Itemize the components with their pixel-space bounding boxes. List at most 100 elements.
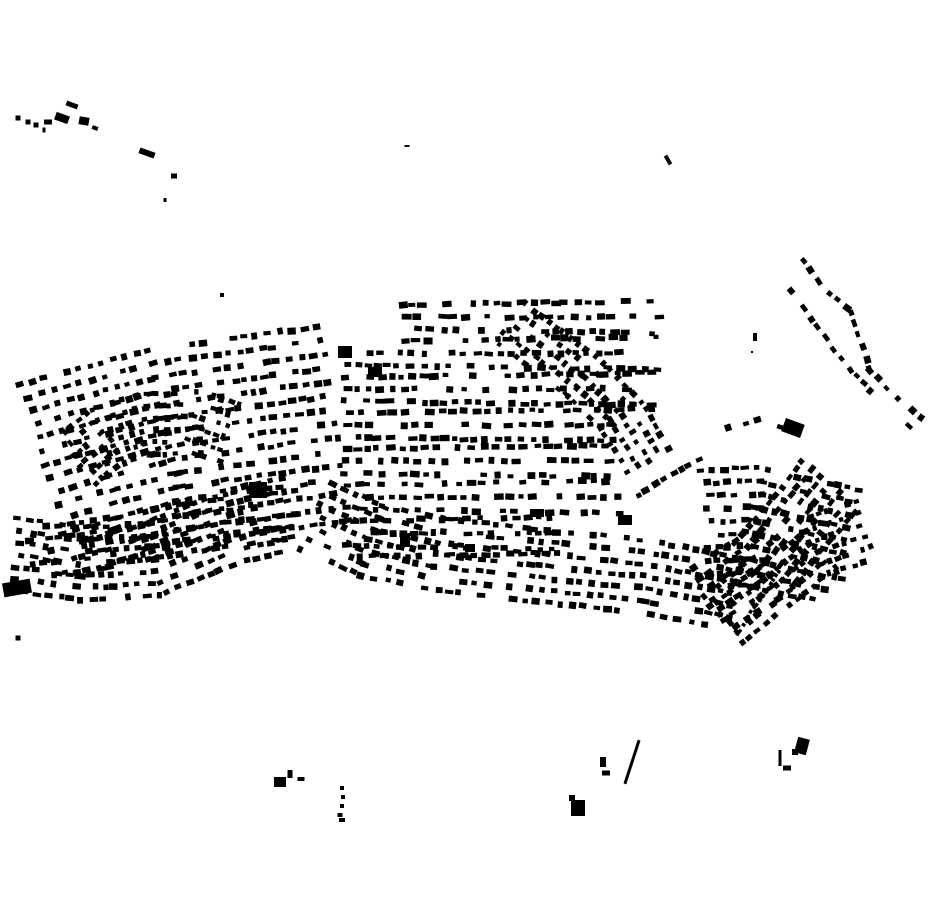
building — [781, 515, 791, 525]
building — [53, 399, 61, 407]
outlying-building — [91, 125, 99, 131]
building — [94, 417, 101, 424]
building — [195, 535, 204, 544]
building — [83, 435, 90, 441]
building — [500, 364, 508, 370]
building — [610, 446, 619, 455]
building — [694, 607, 704, 615]
building — [566, 442, 578, 450]
building — [92, 536, 99, 542]
building — [716, 570, 724, 578]
building — [867, 542, 875, 550]
building — [735, 631, 741, 637]
building — [273, 549, 284, 556]
building — [237, 349, 244, 355]
building — [438, 408, 447, 414]
building — [76, 531, 86, 539]
building — [599, 384, 606, 392]
building — [267, 444, 275, 451]
building — [513, 353, 521, 361]
building — [855, 523, 863, 530]
building — [636, 538, 643, 543]
building — [163, 427, 171, 433]
building — [796, 568, 805, 574]
building — [412, 313, 422, 321]
building — [38, 374, 48, 382]
building — [717, 532, 725, 538]
building — [608, 333, 619, 341]
building — [54, 500, 63, 510]
building — [284, 523, 294, 530]
building — [618, 457, 625, 464]
building — [543, 526, 552, 534]
building — [535, 340, 545, 350]
building — [279, 384, 286, 390]
building — [619, 334, 628, 341]
building — [477, 327, 485, 334]
building — [117, 470, 125, 477]
building — [575, 578, 583, 586]
building — [304, 508, 311, 515]
building — [319, 392, 327, 400]
building — [585, 413, 595, 423]
building — [265, 485, 273, 492]
building — [282, 412, 291, 419]
building — [107, 435, 115, 444]
building — [203, 520, 212, 529]
building — [471, 580, 478, 586]
building — [847, 309, 855, 317]
building — [527, 472, 536, 479]
building — [201, 409, 208, 415]
building — [628, 571, 636, 579]
building — [826, 557, 834, 565]
building — [305, 536, 314, 544]
building — [50, 580, 57, 588]
building — [151, 542, 161, 550]
building — [481, 337, 489, 343]
building — [785, 473, 794, 482]
building — [573, 382, 580, 389]
building — [446, 386, 454, 393]
building — [287, 327, 296, 335]
building — [190, 413, 198, 420]
building — [357, 409, 365, 416]
building — [250, 375, 258, 382]
building — [171, 512, 179, 520]
building — [244, 474, 252, 481]
building — [604, 351, 613, 356]
building — [729, 570, 738, 579]
building — [617, 400, 626, 408]
outlying-building — [751, 351, 753, 353]
building — [543, 420, 554, 429]
building — [826, 519, 833, 526]
building — [173, 507, 180, 514]
building — [380, 528, 388, 535]
building — [246, 540, 257, 547]
building — [639, 571, 647, 579]
building — [780, 557, 789, 567]
building — [600, 431, 608, 439]
building — [139, 570, 147, 576]
building — [171, 537, 181, 546]
building — [298, 524, 305, 531]
building — [148, 461, 157, 469]
building — [512, 515, 521, 521]
building — [534, 550, 542, 558]
building — [288, 468, 296, 475]
building — [300, 465, 311, 474]
building — [672, 579, 681, 586]
building — [185, 524, 192, 532]
building — [143, 347, 152, 354]
building — [61, 569, 69, 576]
building — [540, 298, 551, 305]
building — [318, 492, 326, 500]
building — [514, 531, 521, 537]
building — [204, 429, 212, 436]
building — [429, 399, 439, 407]
building — [322, 378, 332, 387]
building — [642, 429, 651, 438]
building — [807, 503, 815, 511]
building — [561, 539, 571, 548]
building — [811, 525, 818, 532]
building — [130, 524, 138, 531]
